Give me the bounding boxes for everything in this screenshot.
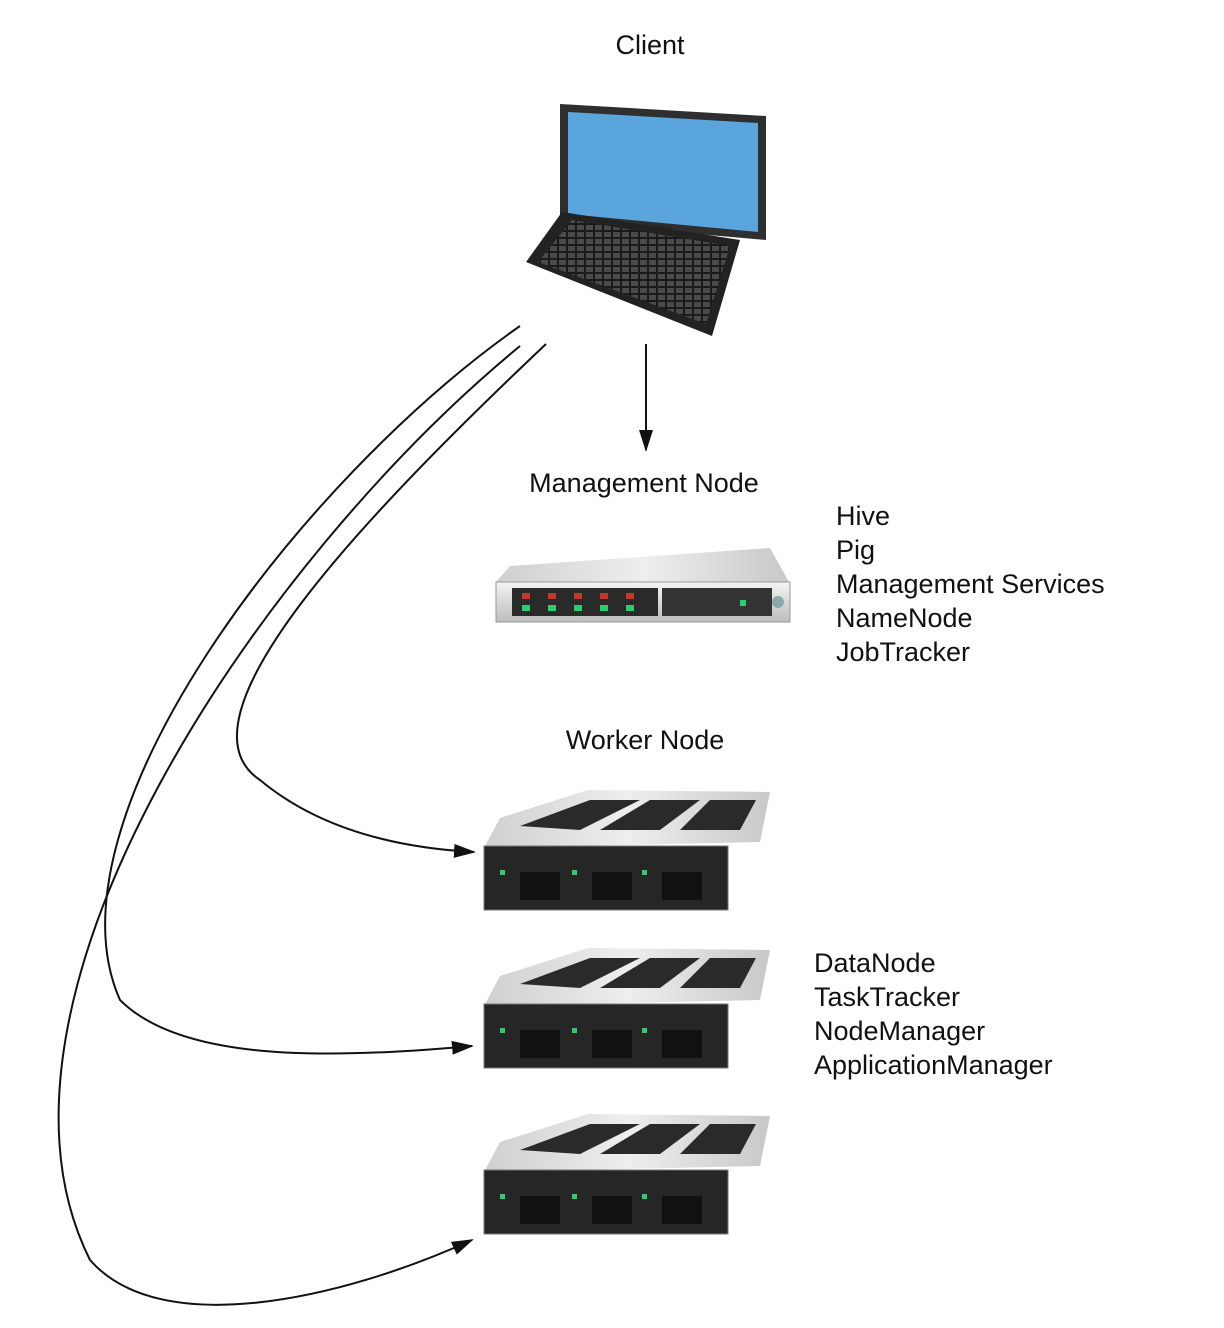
client-to-worker-3-arrow bbox=[57, 345, 521, 1306]
worker-server-icon bbox=[483, 790, 770, 911]
service-item: ApplicationManager bbox=[814, 1050, 1053, 1080]
service-item: NameNode bbox=[836, 603, 973, 633]
service-item: NodeManager bbox=[814, 1016, 986, 1046]
service-item: Pig bbox=[836, 535, 876, 565]
service-item: Management Services bbox=[836, 569, 1105, 599]
worker-services-list: DataNode TaskTracker NodeManager Applica… bbox=[814, 946, 1053, 1082]
client-to-worker-1-arrow bbox=[236, 343, 547, 858]
worker-node-label: Worker Node bbox=[565, 725, 725, 755]
service-item: DataNode bbox=[814, 948, 936, 978]
management-server-icon bbox=[495, 548, 791, 623]
client-label: Client bbox=[615, 30, 685, 60]
service-item: TaskTracker bbox=[814, 982, 961, 1012]
service-item: Hive bbox=[836, 501, 891, 531]
service-item: JobTracker bbox=[836, 637, 971, 667]
management-services-list: Hive Pig Management Services NameNode Jo… bbox=[836, 499, 1105, 669]
client-computer-icon bbox=[526, 104, 766, 336]
worker-server-icon bbox=[483, 1114, 770, 1235]
management-node-label: Management Node bbox=[529, 468, 759, 498]
worker-server-icon bbox=[483, 948, 770, 1069]
client-to-worker-2-arrow bbox=[104, 325, 521, 1055]
